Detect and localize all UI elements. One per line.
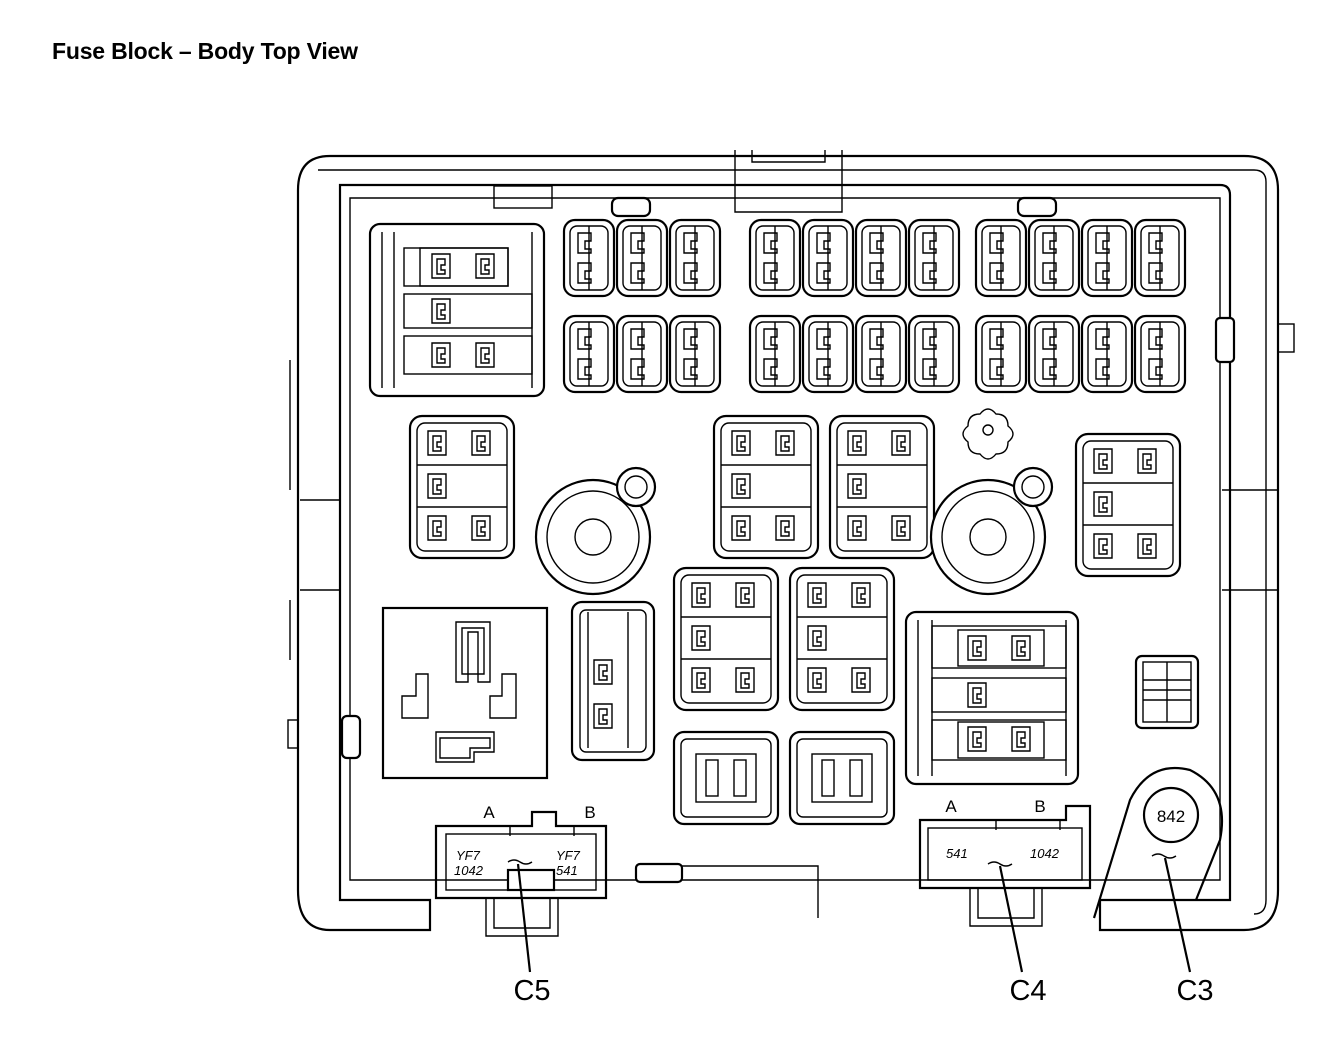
c5-pin-a: A <box>483 803 495 822</box>
fuse-icon <box>1133 314 1187 394</box>
c5-left-top: YF7 <box>456 848 481 863</box>
connector-c4: A B 541 1042 <box>918 797 1092 973</box>
diode-block <box>1134 654 1200 730</box>
fuse-icon <box>854 314 908 394</box>
fuse-icon <box>668 314 722 394</box>
relay-square-left <box>381 606 549 780</box>
c3-label: C3 <box>1176 975 1213 1007</box>
mounting-stud-left <box>534 466 657 596</box>
relay-icon <box>830 416 934 558</box>
relay-narrow <box>570 600 656 762</box>
relay-icon <box>714 416 818 558</box>
diagram-title: Fuse Block – Body Top View <box>52 38 358 64</box>
fuse-icon <box>801 218 855 298</box>
fuse-icon <box>1080 218 1134 298</box>
fuse-icon <box>854 218 908 298</box>
fuse-icon <box>1027 218 1081 298</box>
fuse-icon <box>1133 218 1187 298</box>
c4-pin-a: A <box>945 797 957 816</box>
c5-left-bottom: 1042 <box>454 863 484 878</box>
c4-pin-b: B <box>1034 797 1045 816</box>
fuse-icon <box>615 218 669 298</box>
fuse-icon <box>1027 314 1081 394</box>
fuse-icon <box>615 314 669 394</box>
locating-pin <box>962 408 1014 460</box>
fuse-icon <box>801 314 855 394</box>
c5-right-top: YF7 <box>556 848 581 863</box>
mini-fuse-row-bottom <box>562 314 1187 394</box>
c4-label: C4 <box>1009 975 1046 1007</box>
relay-icon <box>788 730 896 826</box>
fuse-icon <box>748 314 802 394</box>
c4-left: 541 <box>946 846 968 861</box>
fuse-icon <box>748 218 802 298</box>
relay-icon <box>410 416 514 558</box>
c5-right-bottom: 541 <box>556 863 578 878</box>
connector-c3: 842 <box>1092 766 1224 973</box>
relay-icon <box>1076 434 1180 576</box>
fuse-block-housing <box>287 150 1295 932</box>
fuse-icon <box>562 314 616 394</box>
relay-top-left <box>368 222 546 398</box>
fuse-icon <box>907 218 961 298</box>
fuse-icon <box>974 218 1028 298</box>
c4-right: 1042 <box>1030 846 1060 861</box>
fuse-icon <box>907 314 961 394</box>
connector-c5: A B YF7 1042 YF7 541 <box>434 803 608 973</box>
fuse-icon <box>668 218 722 298</box>
c5-label: C5 <box>513 975 550 1007</box>
relay-icon <box>672 730 780 826</box>
relay-icon <box>674 568 778 710</box>
mini-fuse-row-top <box>562 218 1187 298</box>
c5-pin-b: B <box>584 803 595 822</box>
fuse-icon <box>1080 314 1134 394</box>
relay-right-lower <box>904 610 1080 786</box>
c3-stud-label: 842 <box>1157 807 1185 826</box>
relay-icon <box>790 568 894 710</box>
fuse-icon <box>974 314 1028 394</box>
fuse-icon <box>562 218 616 298</box>
mounting-stud-right <box>929 466 1054 596</box>
